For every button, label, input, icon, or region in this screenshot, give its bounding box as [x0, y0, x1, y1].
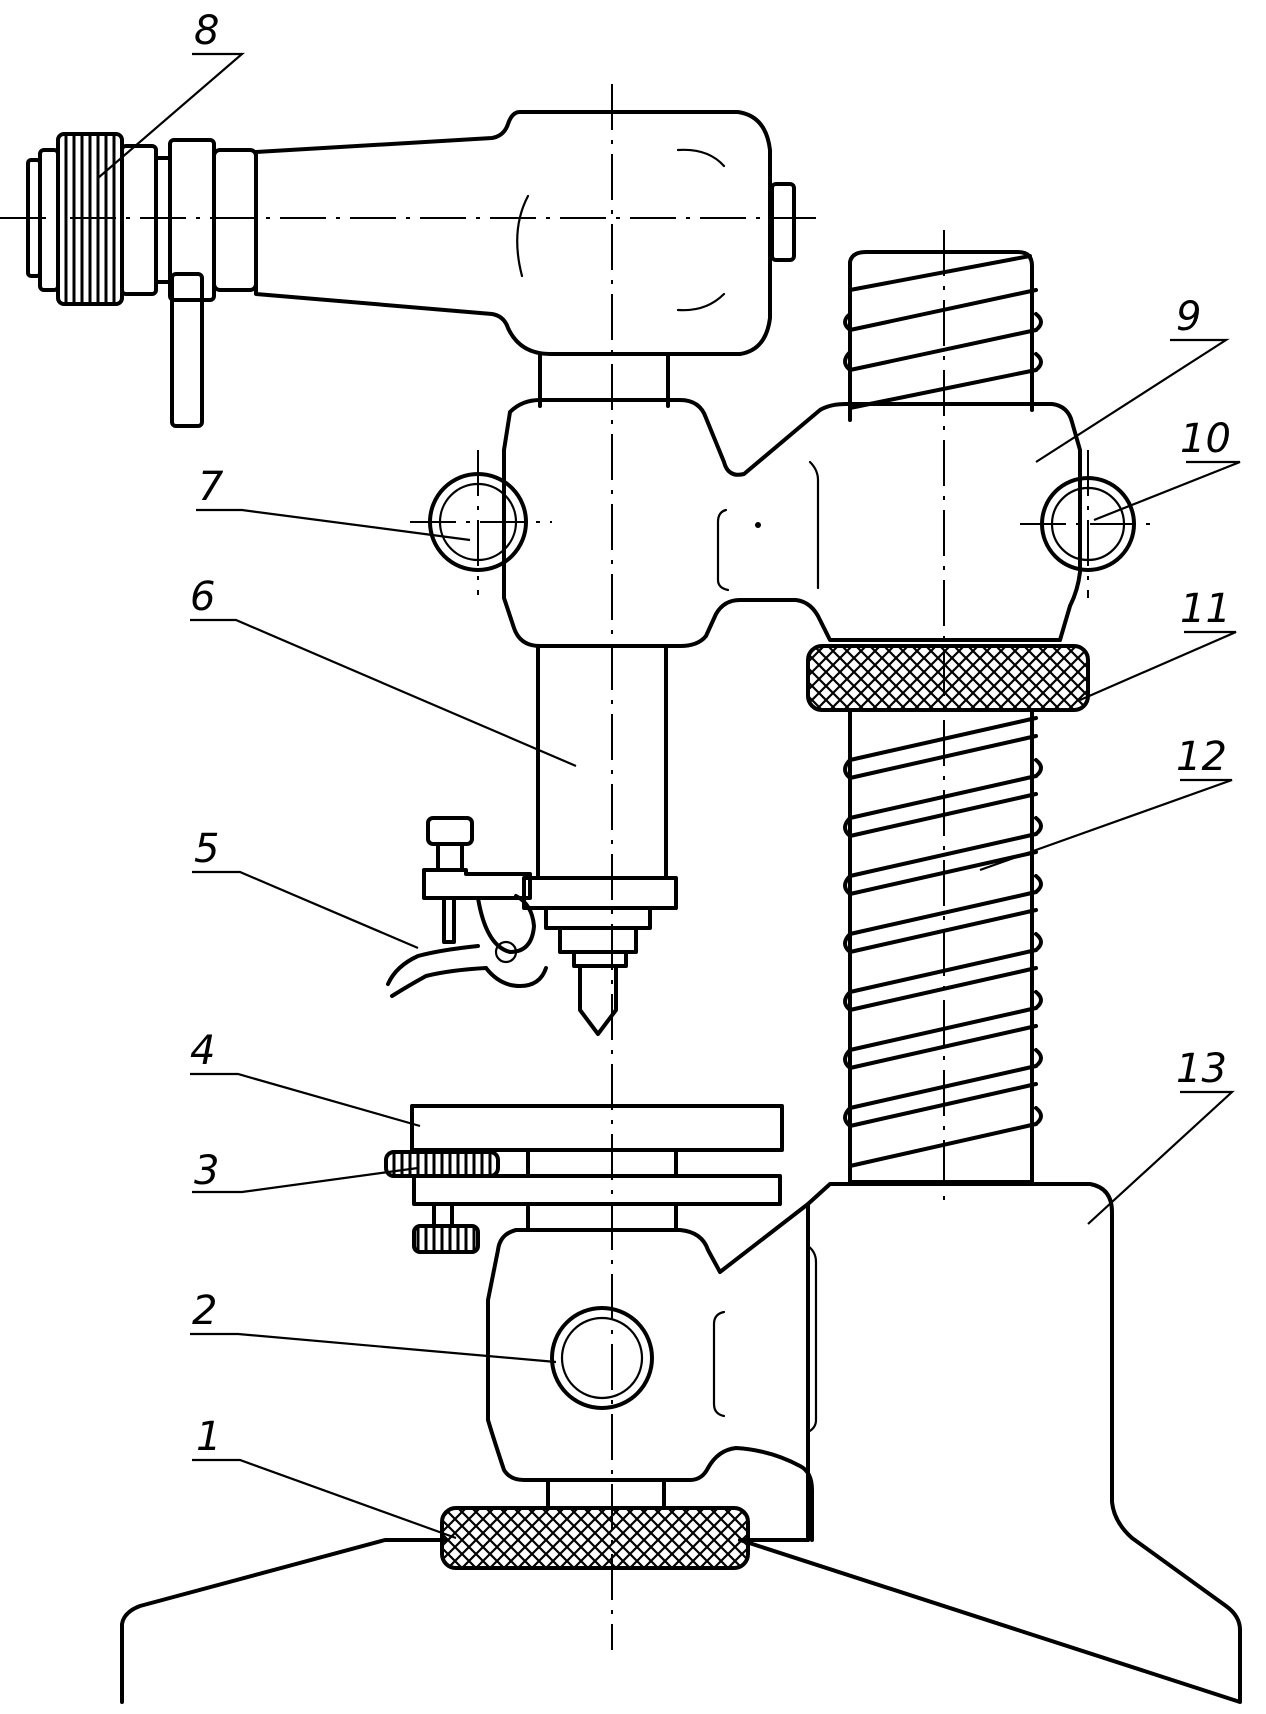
leader-lines	[97, 52, 1241, 1540]
callout-5: 5	[194, 826, 219, 872]
callout-2: 2	[192, 1288, 217, 1334]
callout-3: 3	[194, 1148, 219, 1194]
support-arm	[502, 398, 1082, 648]
callout-9: 9	[1176, 294, 1201, 340]
base	[120, 1182, 1242, 1704]
lever-clamp	[386, 816, 548, 998]
callout-1: 1	[196, 1414, 221, 1460]
handwheel-right	[1020, 450, 1160, 598]
measuring-head	[0, 110, 822, 428]
knurled-nut-lower	[440, 1506, 750, 1570]
callout-8: 8	[194, 8, 219, 54]
callout-12: 12	[1176, 734, 1227, 780]
knurled-nut-upper	[806, 644, 1090, 712]
callout-7: 7	[198, 464, 224, 510]
lower-bracket	[486, 1202, 818, 1542]
spindle	[522, 644, 678, 1036]
handwheel-left	[410, 450, 552, 595]
callout-6: 6	[190, 574, 215, 620]
callout-labels: 1 2 3 4 5 6 7 8 9 10 11 12 13	[190, 8, 1231, 1460]
callout-11: 11	[1180, 586, 1231, 632]
anvil-table	[384, 1104, 784, 1254]
callout-10: 10	[1180, 416, 1231, 462]
callout-13: 13	[1176, 1046, 1227, 1092]
callout-4: 4	[190, 1028, 215, 1074]
